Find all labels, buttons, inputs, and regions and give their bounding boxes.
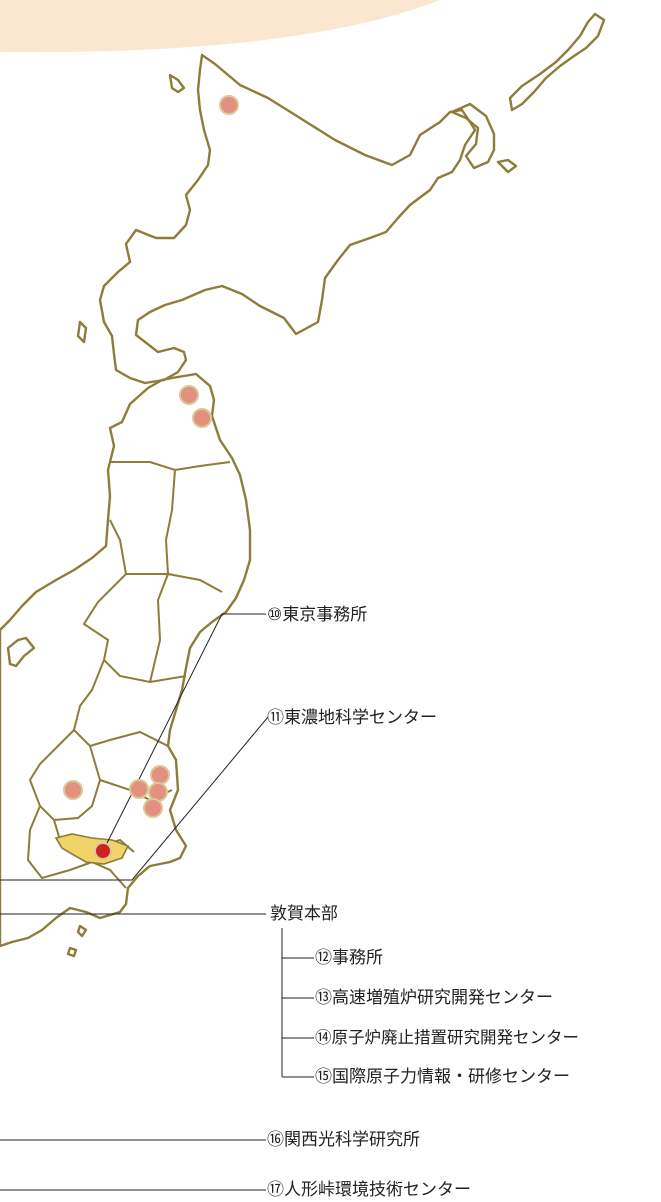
izu-island-1 <box>76 924 88 938</box>
label-office: ⑫事務所 <box>315 948 383 968</box>
facility-marker[interactable] <box>129 779 149 799</box>
facility-marker[interactable] <box>179 385 199 405</box>
label-kansai-photon: ⑯関西光科学研究所 <box>267 1130 420 1150</box>
leader-line-tono-center <box>0 716 269 881</box>
top-decorative-arc <box>0 0 440 53</box>
facility-marker[interactable] <box>150 765 170 785</box>
facility-marker[interactable] <box>63 780 83 800</box>
facility-marker[interactable] <box>143 798 163 818</box>
label-fbr-center: ⑬高速増殖炉研究開発センター <box>315 988 553 1008</box>
leader-line-tokyo-office <box>102 613 266 852</box>
honshu-outline <box>0 372 252 948</box>
tokyo-office-marker[interactable] <box>94 842 112 860</box>
label-decommissioning-center: ⑭原子炉廃止措置研究開発センター <box>315 1028 579 1047</box>
kuril-islands <box>508 12 606 112</box>
label-intl-center: ⑮国際原子力情報・研修センター <box>315 1067 570 1087</box>
prefecture-borders <box>26 461 231 889</box>
rishiri-island <box>168 73 186 94</box>
hokkaido-outline <box>98 53 477 385</box>
label-tokyo-office: ⑩東京事務所 <box>267 605 368 625</box>
habomai-island <box>496 158 518 174</box>
okushiri-island <box>76 320 88 344</box>
label-tsuruga-hq: 敦賀本部 <box>270 904 338 924</box>
label-tono-center: ⑪東濃地科学センター <box>267 708 437 728</box>
tokyo-area <box>54 833 130 865</box>
izu-island-2 <box>66 946 78 958</box>
shiretoko-islands <box>450 102 496 170</box>
facility-marker[interactable] <box>192 408 212 428</box>
leader-line-tsuruga-branches <box>281 928 314 1078</box>
label-ningyo-center: ⑰人形峠環境技術センター <box>267 1180 471 1200</box>
facility-marker[interactable] <box>219 95 239 115</box>
sado-island <box>6 636 36 668</box>
